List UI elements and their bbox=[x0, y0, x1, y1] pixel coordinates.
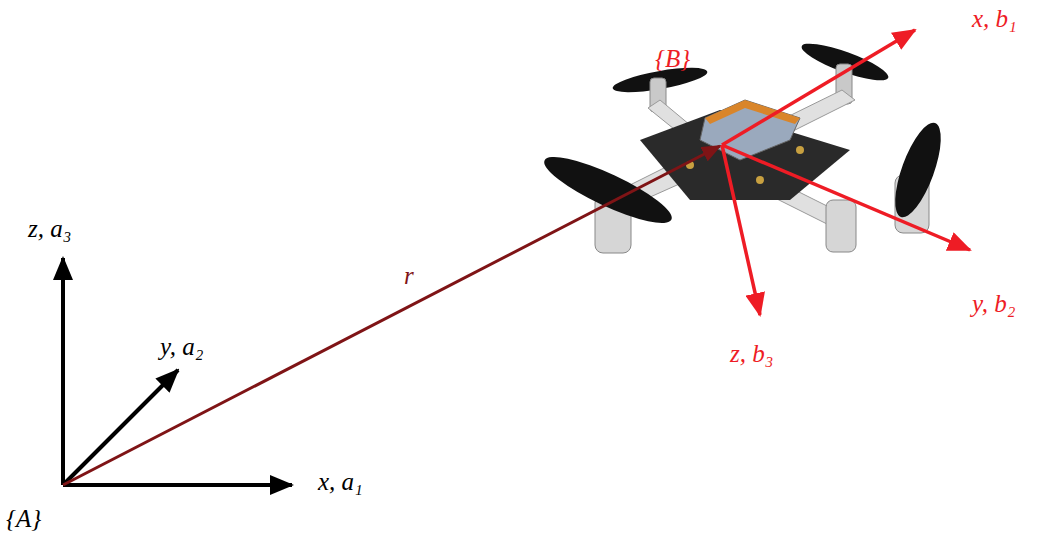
position-vector bbox=[63, 146, 720, 485]
axis-label: x, a₁ bbox=[318, 468, 363, 496]
axis-label: y, a₂ bbox=[160, 333, 203, 361]
drone-illustration bbox=[538, 37, 950, 253]
frame-b-axes bbox=[722, 30, 970, 315]
axis-label: z, a₃ bbox=[28, 215, 71, 243]
axis-label: y, b₂ bbox=[972, 290, 1015, 318]
frame-a-axes bbox=[63, 258, 292, 485]
vector-label: r bbox=[404, 262, 414, 290]
frame-label: {A} bbox=[6, 505, 41, 533]
frame-label: {B} bbox=[655, 45, 690, 73]
axis-label: z, b₃ bbox=[730, 340, 773, 368]
axis-label: x, b₁ bbox=[972, 5, 1017, 33]
